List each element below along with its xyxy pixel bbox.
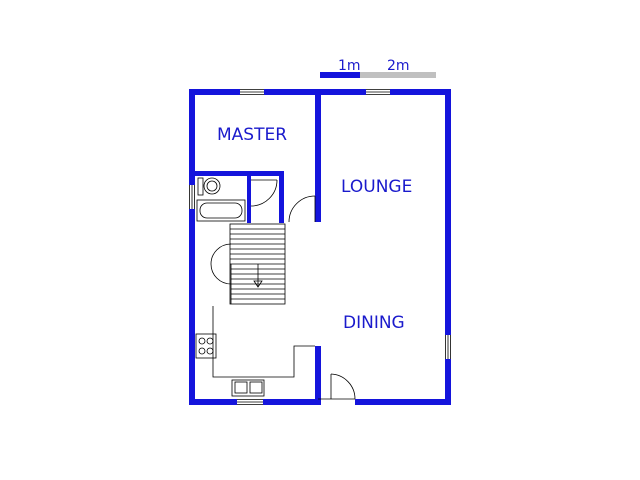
room-label-lounge: LOUNGE	[341, 177, 412, 197]
scale-label-1m: 1m	[338, 58, 361, 74]
room-label-master: MASTER	[217, 125, 287, 145]
wall-left	[189, 89, 195, 405]
wall-bottom-right	[355, 399, 451, 405]
bathroom-fixtures	[196, 177, 246, 222]
wall-right	[445, 89, 451, 405]
kitchen-sink	[231, 379, 265, 397]
window-lounge-top	[366, 88, 390, 96]
wall-bathroom-right	[279, 171, 284, 223]
door-entrance	[318, 373, 356, 400]
doors	[250, 179, 356, 400]
window-bathroom-left	[188, 185, 196, 209]
toilet-tank	[197, 177, 204, 196]
windows	[188, 88, 452, 406]
wall-bathroom-top	[189, 171, 284, 176]
wall-master-lounge	[315, 89, 321, 222]
stove-burner-icon	[198, 337, 206, 345]
stove-burner-icon	[206, 337, 214, 345]
door-master	[288, 195, 316, 223]
stove	[195, 333, 217, 359]
window-dining-right	[444, 335, 452, 359]
stove-burner-icon	[206, 347, 214, 355]
kitchen	[195, 306, 315, 397]
stair-landing-curve	[210, 243, 232, 285]
kitchen-counter	[212, 306, 315, 378]
bathtub	[196, 199, 246, 222]
room-label-dining: DINING	[343, 313, 405, 333]
bathtub-inner	[199, 202, 243, 219]
toilet-bowl	[203, 177, 221, 195]
stove-burner-icon	[198, 347, 206, 355]
staircase	[210, 223, 286, 305]
scale-bar: 1m 2m	[320, 58, 436, 78]
room-labels: MASTER LOUNGE DINING	[217, 125, 412, 333]
scale-label-2m: 2m	[387, 58, 410, 74]
interior-walls	[189, 89, 321, 405]
wall-bathroom-partition	[247, 176, 251, 223]
door-bathroom	[250, 179, 278, 207]
scale-bar-1m-segment	[320, 72, 360, 78]
wall-dining-stub	[315, 346, 321, 405]
window-kitchen-bottom	[237, 398, 263, 406]
scale-bar-2m-segment	[360, 72, 436, 78]
window-master-top	[240, 88, 264, 96]
